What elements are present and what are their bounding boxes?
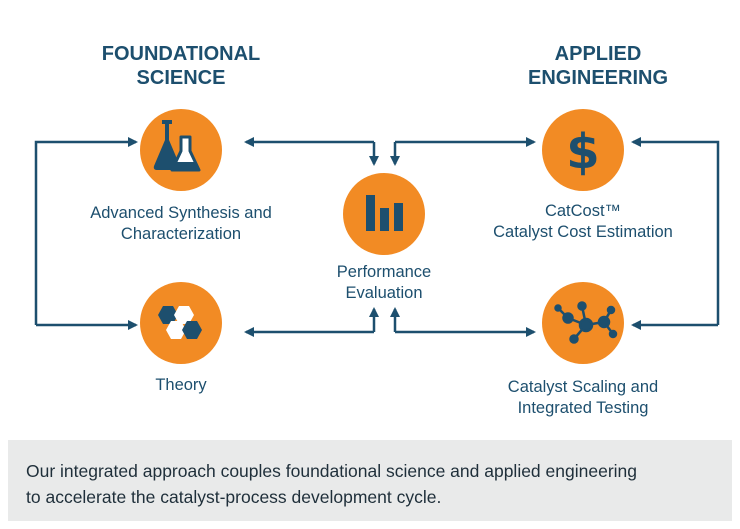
synthesis-node <box>140 109 222 191</box>
dollar-icon: $ <box>566 124 599 180</box>
hexagon-cluster-icon <box>158 306 202 339</box>
caption-area <box>8 440 732 521</box>
left-loop-connector <box>34 137 138 330</box>
catcost-label: CatCost™ Catalyst Cost Estimation <box>493 202 673 241</box>
theory-label: Theory <box>155 376 207 394</box>
flask-icon <box>153 120 201 172</box>
performance-catcost-connector <box>390 137 536 166</box>
synthesis-label: Advanced Synthesis and Characterization <box>90 204 272 243</box>
performance-label: Performance Evaluation <box>336 263 432 302</box>
applied-engineering-heading: APPLIED ENGINEERING <box>527 43 669 89</box>
figure-caption: Our integrated approach couples foundati… <box>26 461 637 507</box>
network-nodes-icon <box>554 301 618 344</box>
right-loop-connector <box>631 137 720 330</box>
performance-node <box>343 173 425 255</box>
catcost-node: $ <box>542 109 624 191</box>
scaling-node <box>542 282 624 364</box>
synthesis-performance-connector <box>244 137 379 166</box>
theory-node <box>140 282 222 364</box>
bar-chart-icon <box>366 195 403 231</box>
scaling-label: Catalyst Scaling and Integrated Testing <box>507 378 659 417</box>
performance-scaling-connector <box>390 307 536 337</box>
theory-performance-connector <box>244 307 379 337</box>
foundational-science-heading: FOUNDATIONAL SCIENCE <box>101 43 261 89</box>
